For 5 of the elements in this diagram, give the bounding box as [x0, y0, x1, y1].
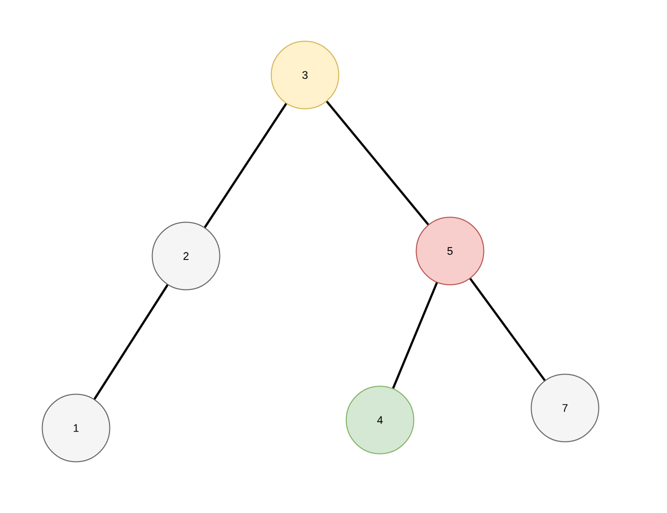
tree-edge	[94, 284, 168, 400]
tree-edge	[392, 282, 438, 389]
tree-edge	[326, 100, 430, 226]
tree-edge	[204, 103, 288, 228]
tree-edge	[469, 278, 546, 382]
